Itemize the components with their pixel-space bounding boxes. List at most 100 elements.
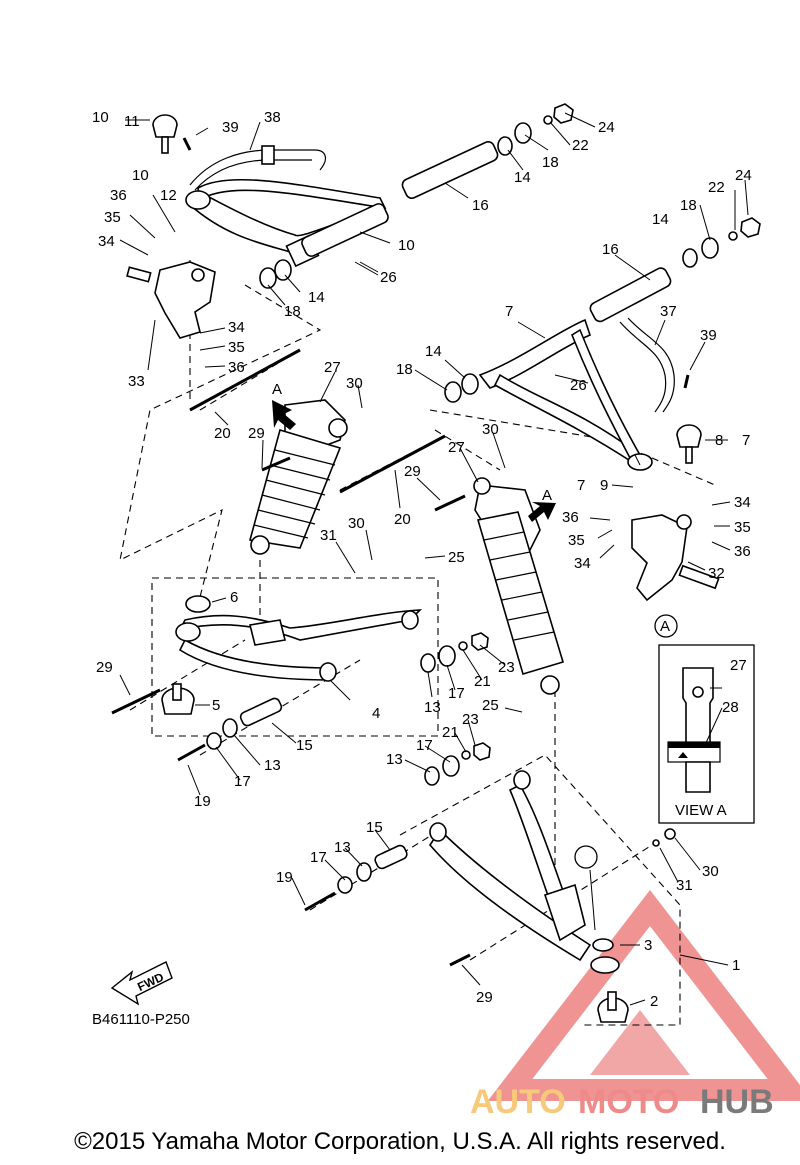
view-a-title: VIEW A xyxy=(675,802,727,819)
label-27-inset: 27 xyxy=(730,657,747,674)
ball-joint-5 xyxy=(161,683,195,715)
shock-absorber-left xyxy=(248,399,348,555)
label-22-right: 22 xyxy=(708,179,725,196)
knuckle-left-33 xyxy=(126,261,216,339)
label-37: 37 xyxy=(660,303,677,320)
label-17-c: 17 xyxy=(416,737,433,754)
label-29-left: 29 xyxy=(248,425,265,442)
label-10-arm: 10 xyxy=(398,237,415,254)
catalog-code: B461110-P250 xyxy=(92,1011,190,1028)
label-30-rear: 30 xyxy=(702,863,719,880)
label-13-d: 13 xyxy=(334,839,351,856)
callout-circle-knuckle xyxy=(654,614,678,638)
label-35-knuckle-left: 35 xyxy=(568,532,585,549)
label-14-top: 14 xyxy=(514,169,531,186)
bushings-lower-front xyxy=(206,632,489,750)
bolts-misc xyxy=(111,137,690,967)
label-1: 1 xyxy=(732,957,740,974)
label-14-right: 14 xyxy=(652,211,669,228)
label-10-top: 10 xyxy=(92,109,109,126)
circlip-6 xyxy=(185,595,211,613)
label-16-right: 16 xyxy=(602,241,619,258)
watermark-text: AUTO MOTO HUB xyxy=(470,1083,774,1121)
bushings-upper-left xyxy=(259,103,574,289)
label-19-b: 19 xyxy=(276,869,293,886)
label-15-b: 15 xyxy=(366,819,383,836)
label-29-rear: 29 xyxy=(476,989,493,1006)
assembly-guides xyxy=(119,260,716,1026)
label-18-right: 18 xyxy=(680,197,697,214)
label-36-top: 36 xyxy=(110,187,127,204)
label-31-rear: 31 xyxy=(676,877,693,894)
label-36-knuckle-right: 36 xyxy=(734,543,751,560)
label-5: 5 xyxy=(212,697,220,714)
label-14-mid: 14 xyxy=(308,289,325,306)
label-32: 32 xyxy=(708,565,725,582)
label-39-top: 39 xyxy=(222,119,239,136)
knuckle-right-32 xyxy=(631,514,720,602)
label-17-a: 17 xyxy=(448,685,465,702)
label-18-mid: 18 xyxy=(284,303,301,320)
label-21-a: 21 xyxy=(474,673,491,690)
label-6: 6 xyxy=(230,589,238,606)
label-29-right: 29 xyxy=(404,463,421,480)
label-25-rear: 25 xyxy=(482,697,499,714)
label-23-a: 23 xyxy=(498,659,515,676)
label-39-right: 39 xyxy=(700,327,717,344)
label-20-left: 20 xyxy=(214,425,231,442)
shock-absorber-right xyxy=(473,477,564,695)
label-7-bracket: 7 xyxy=(742,432,750,449)
label-30-left: 30 xyxy=(346,375,363,392)
label-24-top: 24 xyxy=(598,119,615,136)
label-33: 33 xyxy=(128,373,145,390)
view-a-inset: 27 28 VIEW A xyxy=(658,644,755,824)
label-24-right: 24 xyxy=(735,167,752,184)
label-26-rear: 26 xyxy=(570,377,587,394)
label-13-b: 13 xyxy=(264,757,281,774)
label-A-left: A xyxy=(272,381,282,398)
label-13-c: 13 xyxy=(386,751,403,768)
label-2: 2 xyxy=(650,993,658,1010)
leader-lines xyxy=(119,112,749,1006)
label-18-arm-rear: 18 xyxy=(396,361,413,378)
label-27-left: 27 xyxy=(324,359,341,376)
ball-joint-8 xyxy=(676,424,702,464)
watermark-triangle-inner xyxy=(590,1010,690,1075)
label-A-right: A xyxy=(542,487,552,504)
watermark-hub: HUB xyxy=(700,1083,774,1121)
label-3: 3 xyxy=(644,937,652,954)
bolt-20-upper xyxy=(189,348,446,494)
label-34-top: 34 xyxy=(98,233,115,250)
lower-arm-rear xyxy=(428,770,592,962)
label-10-mid: 10 xyxy=(132,167,149,184)
label-34-left: 34 xyxy=(228,319,245,336)
label-14-arm-rear: 14 xyxy=(425,343,442,360)
label-30-right: 30 xyxy=(482,421,499,438)
watermark-logo xyxy=(487,889,800,1101)
watermark-auto: AUTO xyxy=(470,1083,566,1121)
label-17-d: 17 xyxy=(310,849,327,866)
label-8: 8 xyxy=(715,432,723,449)
label-4: 4 xyxy=(372,705,380,722)
ball-joint-11 xyxy=(152,114,178,154)
fwd-indicator: FWD xyxy=(110,961,173,1006)
label-7-arm: 7 xyxy=(505,303,513,320)
fwd-arrow-icon xyxy=(110,961,173,1006)
callout-circle-rear xyxy=(574,845,598,869)
label-23-b: 23 xyxy=(462,711,479,728)
label-35-top: 35 xyxy=(104,209,121,226)
callout-circles: A xyxy=(574,614,678,869)
label-11: 11 xyxy=(124,113,140,130)
brake-hose-37 xyxy=(619,317,675,413)
label-34-knuckle-left: 34 xyxy=(574,555,591,572)
bushings-lower-rear xyxy=(337,742,676,894)
label-38: 38 xyxy=(264,109,281,126)
label-29-front: 29 xyxy=(96,659,113,676)
label-35-left: 35 xyxy=(228,339,245,356)
label-35-knuckle-right: 35 xyxy=(734,519,751,536)
upper-arm-rear xyxy=(478,267,672,471)
label-31-left: 31 xyxy=(320,527,337,544)
lower-arm-front xyxy=(175,609,423,682)
label-13-a: 13 xyxy=(424,699,441,716)
